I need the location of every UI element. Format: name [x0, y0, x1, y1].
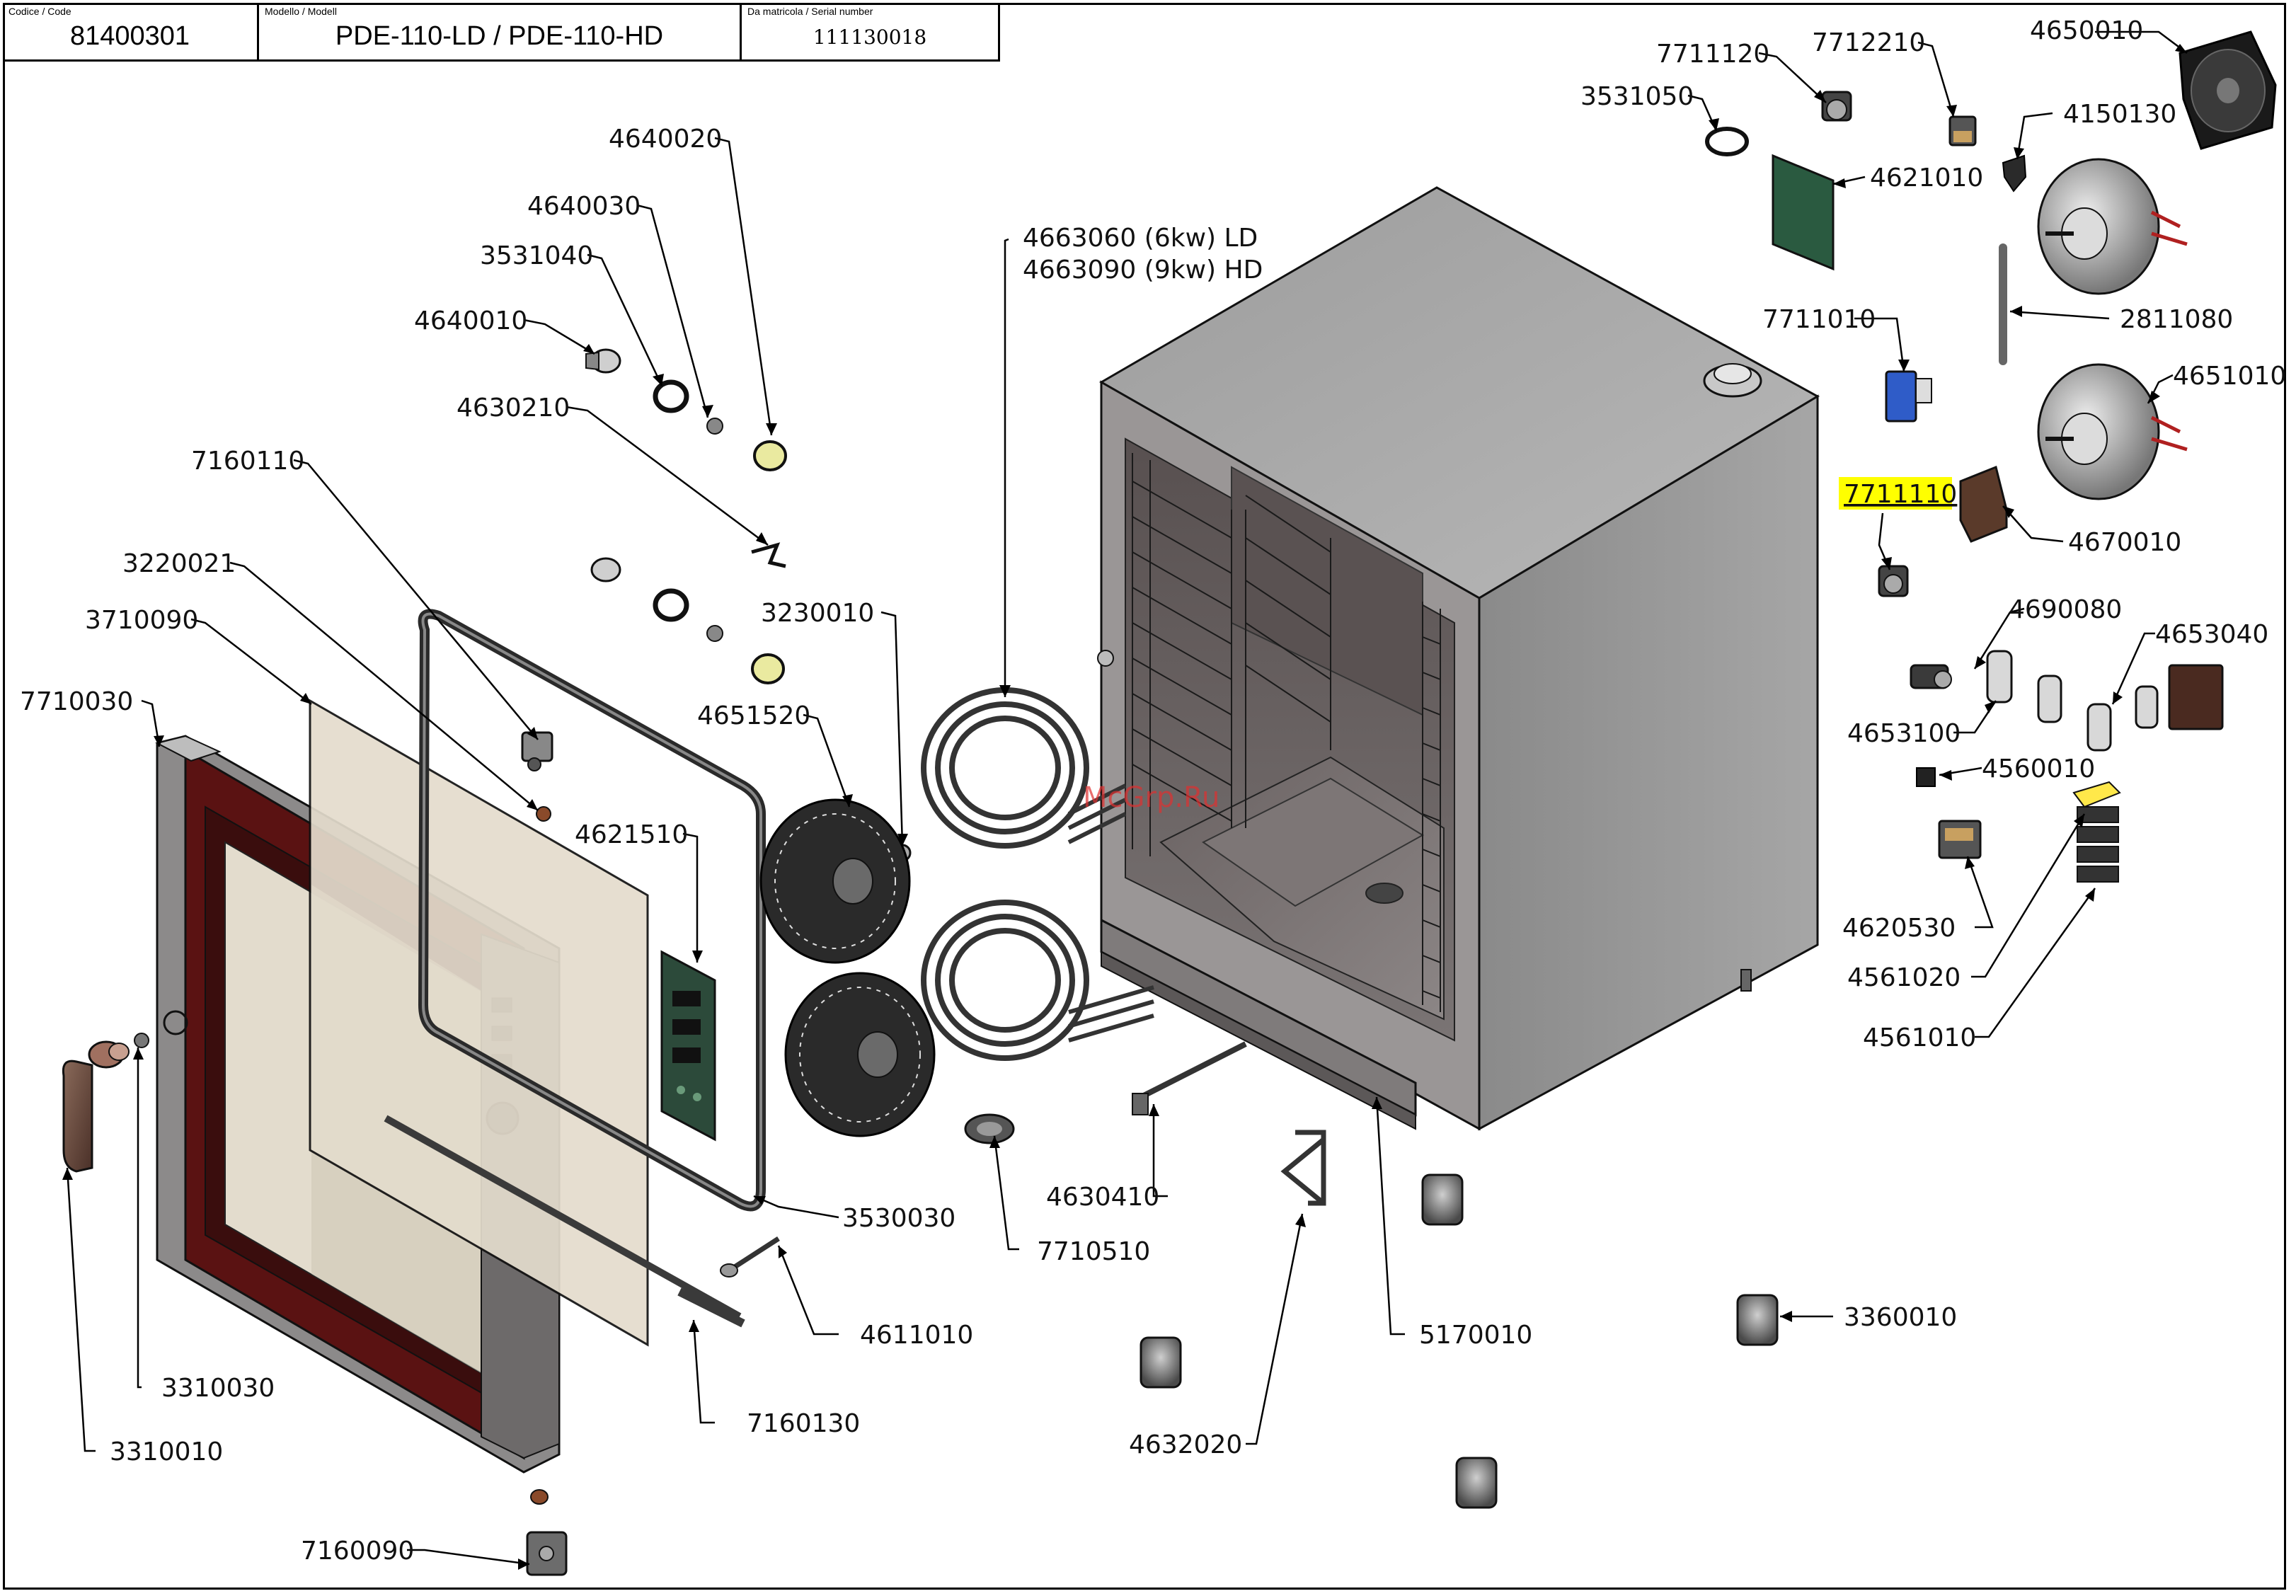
drawing-frame: [3, 3, 2286, 1590]
part-label-7160130[interactable]: 7160130: [747, 1409, 860, 1438]
part-label-3310010[interactable]: 3310010: [110, 1437, 223, 1466]
part-label-4650010[interactable]: 4650010: [2030, 16, 2143, 45]
part-label-7711120[interactable]: 7711120: [1656, 40, 1769, 69]
model-cell: Modello / Modell PDE-110-LD / PDE-110-HD: [259, 3, 742, 59]
serial-label: Da matricola / Serial number: [747, 6, 873, 17]
part-label-7710030[interactable]: 7710030: [20, 687, 133, 716]
heating-elements: [921, 687, 1154, 1061]
part-label-5170010[interactable]: 5170010: [1419, 1321, 1532, 1350]
part-label-4630410[interactable]: 4630410: [1046, 1183, 1159, 1212]
model-label: Modello / Modell: [265, 6, 337, 17]
control-board: [660, 950, 716, 1142]
leader-arrowheads: [62, 44, 2187, 1570]
title-block: Codice / Code 81400301 Modello / Modell …: [3, 3, 1000, 62]
part-label-4560010[interactable]: 4560010: [1982, 754, 2095, 783]
part-label-3531050[interactable]: 3531050: [1580, 82, 1694, 111]
door-handle: [62, 1033, 149, 1173]
part-label-7160090[interactable]: 7160090: [301, 1537, 414, 1566]
part-label-3360010[interactable]: 3360010: [1844, 1303, 1957, 1332]
small-fittings: [720, 1041, 1326, 1278]
part-label-4621510[interactable]: 4621510: [575, 820, 688, 849]
part-label-4670010[interactable]: 4670010: [2068, 528, 2181, 557]
part-label-4653040[interactable]: 4653040: [2155, 620, 2268, 649]
part-label-4561020[interactable]: 4561020: [1847, 963, 1961, 992]
part-label-3220021[interactable]: 3220021: [122, 549, 236, 578]
part-label-2811080[interactable]: 2811080: [2120, 305, 2233, 334]
part-label-4640030[interactable]: 4640030: [527, 192, 641, 221]
code-label: Codice / Code: [8, 6, 71, 17]
part-label-3310030[interactable]: 3310030: [161, 1374, 275, 1403]
watermark: McGrp.Ru: [1083, 781, 1219, 814]
code-cell: Codice / Code 81400301: [3, 3, 259, 59]
part-label-4640020[interactable]: 4640020: [609, 125, 722, 154]
part-label-3230010[interactable]: 3230010: [761, 599, 874, 628]
code-value: 81400301: [69, 21, 190, 51]
serial-cell: Da matricola / Serial number 111130018: [742, 3, 998, 59]
electrical-components: [1705, 30, 2277, 883]
part-label-3531040[interactable]: 3531040: [480, 241, 593, 270]
part-label-4611010[interactable]: 4611010: [860, 1321, 973, 1350]
part-label-4663090[interactable]: 4663090 (9kw) HD: [1023, 256, 1263, 285]
part-label-4561010[interactable]: 4561010: [1863, 1023, 1976, 1052]
part-label-4620530[interactable]: 4620530: [1842, 914, 1956, 943]
oven-door: [155, 609, 766, 1474]
part-label-4150130[interactable]: 4150130: [2063, 100, 2176, 129]
fan-wheels: [759, 798, 936, 1137]
oven-feet: [1140, 1173, 1779, 1509]
door-hinge: [526, 1489, 568, 1576]
part-label-3710090[interactable]: 3710090: [85, 606, 198, 635]
part-label-4663060[interactable]: 4663060 (6kw) LD: [1023, 224, 1258, 253]
part-label-4640010[interactable]: 4640010: [414, 306, 527, 335]
part-label-4651010[interactable]: 4651010: [2173, 362, 2286, 391]
part-label-4651520[interactable]: 4651520: [697, 701, 810, 730]
part-label-4690080[interactable]: 4690080: [2009, 595, 2122, 624]
part-label-4621010[interactable]: 4621010: [1870, 163, 1983, 193]
part-label-4632020[interactable]: 4632020: [1129, 1430, 1242, 1459]
oven-cabinet: [1097, 186, 1820, 1131]
part-label-7160110[interactable]: 7160110: [191, 447, 304, 476]
part-label-7711010[interactable]: 7711010: [1762, 305, 1876, 334]
highlight-marker: [1839, 477, 1952, 510]
model-value: PDE-110-LD / PDE-110-HD: [335, 21, 664, 51]
part-label-3530030[interactable]: 3530030: [842, 1204, 955, 1233]
part-label-4653100[interactable]: 4653100: [1847, 719, 1961, 748]
door-latch: [521, 731, 553, 822]
serial-value: 111130018: [813, 25, 927, 49]
part-label-7712210[interactable]: 7712210: [1812, 28, 1925, 57]
part-label-7711110[interactable]: 7711110: [1844, 480, 1957, 509]
lamp-components: [585, 348, 912, 862]
part-labels: 4640020 4640030 3531040 4640010 4630210 …: [20, 16, 2286, 1566]
part-label-7710510[interactable]: 7710510: [1037, 1237, 1150, 1266]
part-label-4630210[interactable]: 4630210: [457, 394, 570, 423]
